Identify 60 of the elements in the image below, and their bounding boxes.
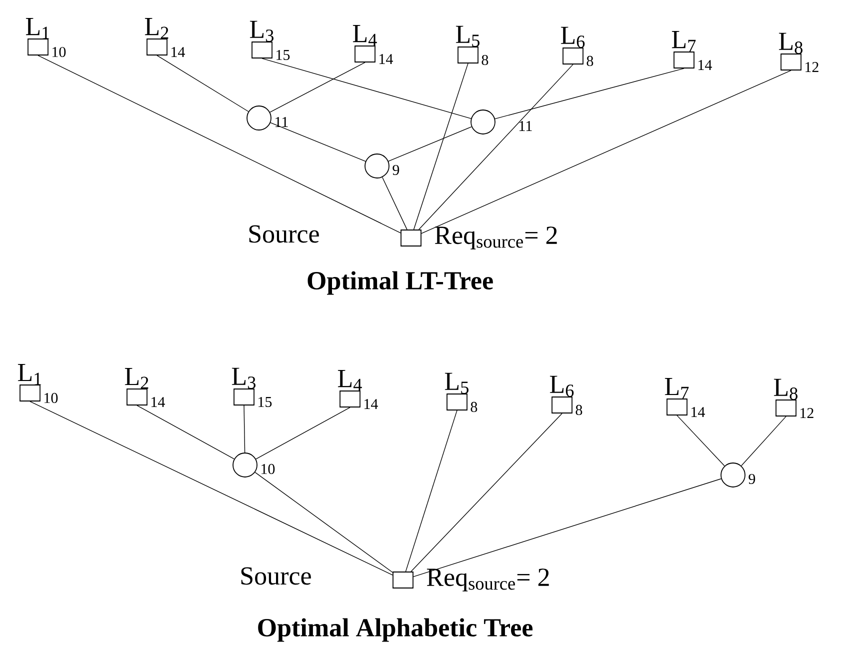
leaf-label: L$_{4}$ — [352, 25, 377, 46]
tree-edge — [494, 68, 684, 120]
requirement-label: Req$_{source}$= 2 — [426, 568, 549, 592]
tree-edge — [382, 176, 408, 230]
weight-label: 14 — [698, 60, 712, 70]
weight-label: 8 — [586, 56, 594, 66]
weight-label: 12 — [800, 408, 814, 418]
tree-edge — [741, 416, 786, 466]
weight-label: 10 — [44, 392, 58, 404]
leaf-label: L$_{5}$ — [456, 26, 480, 47]
tree-edge — [30, 401, 393, 576]
leaf-label: L$_{6}$ — [560, 26, 585, 48]
tree-edge — [413, 478, 722, 578]
weight-label: 14 — [172, 47, 185, 57]
leaf-label: L$_{8}$ — [778, 32, 802, 54]
weight-label: 11 — [276, 117, 288, 127]
source-label: Source — [249, 225, 319, 243]
weight-label: 12 — [806, 62, 818, 72]
weight-label: 8 — [470, 402, 478, 412]
leaf-label: L$_{7}$ — [672, 31, 696, 52]
weight-label: 15 — [258, 396, 272, 408]
leaf-label: L$_{3}$ — [250, 20, 274, 42]
weight-label: 10 — [52, 46, 66, 58]
tree-edge — [38, 55, 401, 234]
tree-edge — [136, 405, 234, 460]
leaf-label: L$_{7}$ — [664, 378, 689, 399]
leaf-label: L$_{6}$ — [550, 376, 574, 397]
tree-edge — [418, 64, 574, 230]
weight-label: 14 — [380, 54, 393, 64]
tree-edge — [405, 410, 458, 572]
tree-edge — [270, 62, 366, 113]
leaf-label: L$_{3}$ — [232, 368, 256, 389]
leaf-label: L$_{5}$ — [444, 372, 468, 394]
weight-label: 9 — [748, 474, 756, 484]
tree-title: Optimal LT-Tree — [308, 271, 493, 295]
leaf-label: L$_{8}$ — [774, 378, 798, 400]
tree-edge — [421, 70, 792, 234]
tree-edge — [156, 55, 249, 112]
weight-label: 8 — [482, 54, 488, 66]
weight-label: 14 — [152, 397, 165, 407]
weight-label: 8 — [576, 404, 582, 416]
tree-title: Optimal Alphabetic Tree — [258, 618, 533, 642]
tree-edge — [254, 472, 393, 573]
tree-edge — [388, 126, 472, 162]
tree-edge — [410, 413, 562, 572]
weight-label: 15 — [276, 50, 290, 60]
weight-label: 10 — [262, 464, 275, 474]
weight-label: 14 — [364, 399, 378, 409]
weight-label: 14 — [692, 407, 705, 417]
tree-edge — [262, 58, 472, 119]
tree-edge — [244, 405, 246, 453]
tree-edge — [676, 415, 725, 466]
source-label: Source — [241, 567, 311, 585]
leaf-label: L$_{4}$ — [338, 370, 362, 391]
weight-label: 9 — [392, 164, 400, 176]
tree-edge — [413, 63, 468, 230]
tree-edge — [270, 122, 366, 162]
requirement-label: Req$_{source}$= 2 — [434, 226, 557, 250]
weight-label: 11 — [520, 121, 532, 131]
tree-edge — [256, 407, 350, 460]
